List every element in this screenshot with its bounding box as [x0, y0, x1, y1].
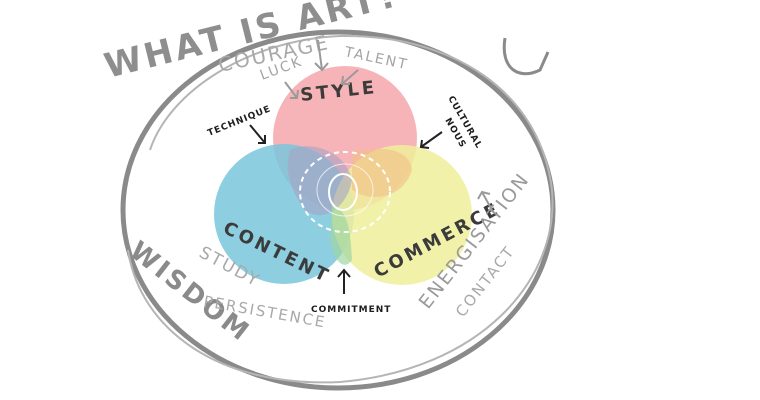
center-ring-outer — [299, 151, 391, 233]
overlap-style-commerce — [352, 148, 412, 198]
question-curl — [502, 37, 550, 76]
overlap-style-content — [287, 146, 352, 216]
technique-arrow — [249, 124, 266, 144]
center-ring-inner — [328, 173, 358, 211]
energisation-arrow — [477, 190, 493, 211]
overlap-content-commerce — [330, 205, 352, 265]
commitment-arrow — [337, 268, 351, 294]
outer-circle-stroke-2 — [127, 34, 554, 384]
talent-arrow — [314, 39, 329, 72]
talent-arrow-2 — [340, 69, 359, 85]
cultural-arrow — [419, 131, 443, 149]
technique-annotation: TECHNIQUE — [206, 104, 272, 139]
center-ring-mid — [316, 163, 374, 217]
commitment-annotation: COMMITMENT — [311, 305, 391, 315]
luck-arrow — [284, 81, 299, 99]
